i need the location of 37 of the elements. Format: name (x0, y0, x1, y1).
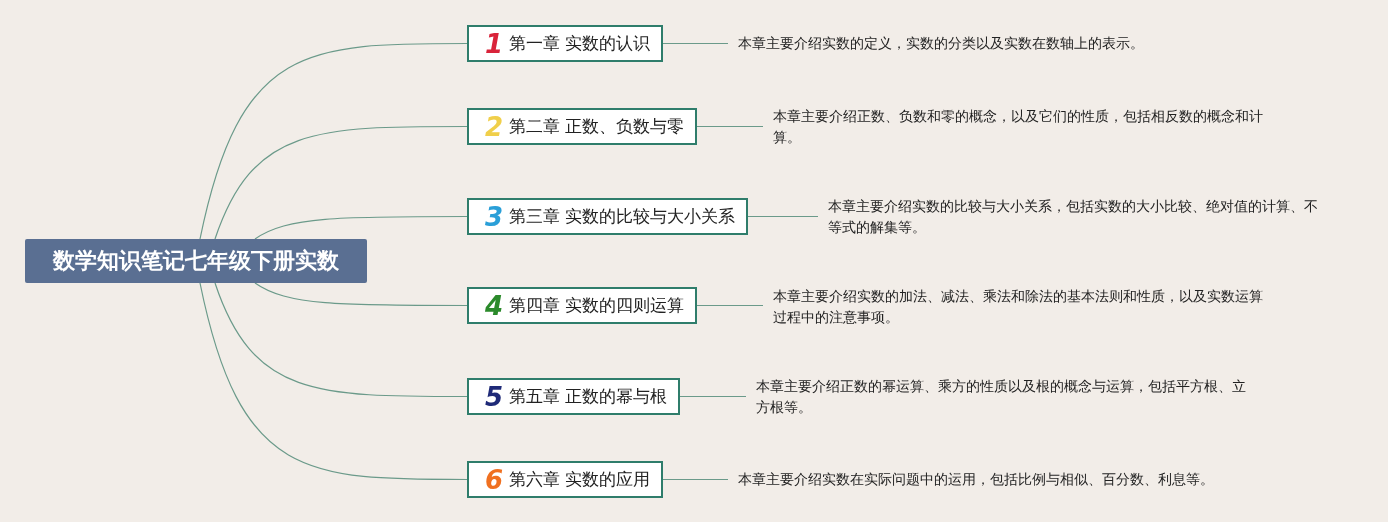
central-topic: 数学知识笔记七年级下册实数 (25, 239, 367, 283)
chapter-number: 5 (485, 383, 504, 410)
chapter-number: 4 (485, 292, 504, 319)
chapter-title: 第一章 实数的认识 (509, 32, 651, 55)
chapter-title: 第三章 实数的比较与大小关系 (509, 205, 736, 228)
connector-line (746, 215, 819, 218)
connector-line (254, 282, 468, 307)
connector-line (661, 478, 729, 481)
chapter-number: 2 (485, 113, 504, 140)
chapter-description: 本章主要介绍实数的定义，实数的分类以及实数在数轴上的表示。 (728, 33, 1144, 54)
chapter-box (467, 108, 697, 145)
chapter-title: 第四章 实数的四则运算 (509, 294, 685, 317)
chapter-box (467, 378, 680, 415)
chapter-title: 第五章 正数的幂与根 (509, 385, 668, 408)
chapter-description: 本章主要介绍正数的幂运算、乘方的性质以及根的概念与运算，包括平方根、立方根等。 (746, 376, 1256, 418)
connector-line (254, 215, 468, 240)
connector-line (695, 125, 764, 128)
chapter-description: 本章主要介绍实数的比较与大小关系，包括实数的大小比较、绝对值的计算、不等式的解集等。 (818, 196, 1328, 238)
chapter-number: 3 (485, 203, 504, 230)
connector-line (661, 42, 729, 45)
connector-line (214, 125, 468, 240)
chapter-title: 第二章 正数、负数与零 (509, 115, 685, 138)
chapter-description: 本章主要介绍正数、负数和零的概念，以及它们的性质，包括相反数的概念和计算。 (763, 106, 1273, 148)
connector-line (678, 395, 747, 398)
connector-line (214, 282, 468, 398)
connector-line (199, 42, 468, 240)
chapter-box (467, 25, 663, 62)
connector-line (199, 282, 468, 481)
chapter-box (467, 461, 663, 498)
connector-line (695, 304, 764, 307)
chapter-box (467, 198, 748, 235)
chapter-title: 第六章 实数的应用 (509, 468, 651, 491)
chapter-box (467, 287, 697, 324)
chapter-number: 6 (485, 466, 504, 493)
chapter-number: 1 (485, 30, 504, 57)
chapter-description: 本章主要介绍实数的加法、减法、乘法和除法的基本法则和性质，以及实数运算过程中的注意事项。 (763, 286, 1273, 328)
chapter-description: 本章主要介绍实数在实际问题中的运用，包括比例与相似、百分数、利息等。 (728, 469, 1214, 490)
